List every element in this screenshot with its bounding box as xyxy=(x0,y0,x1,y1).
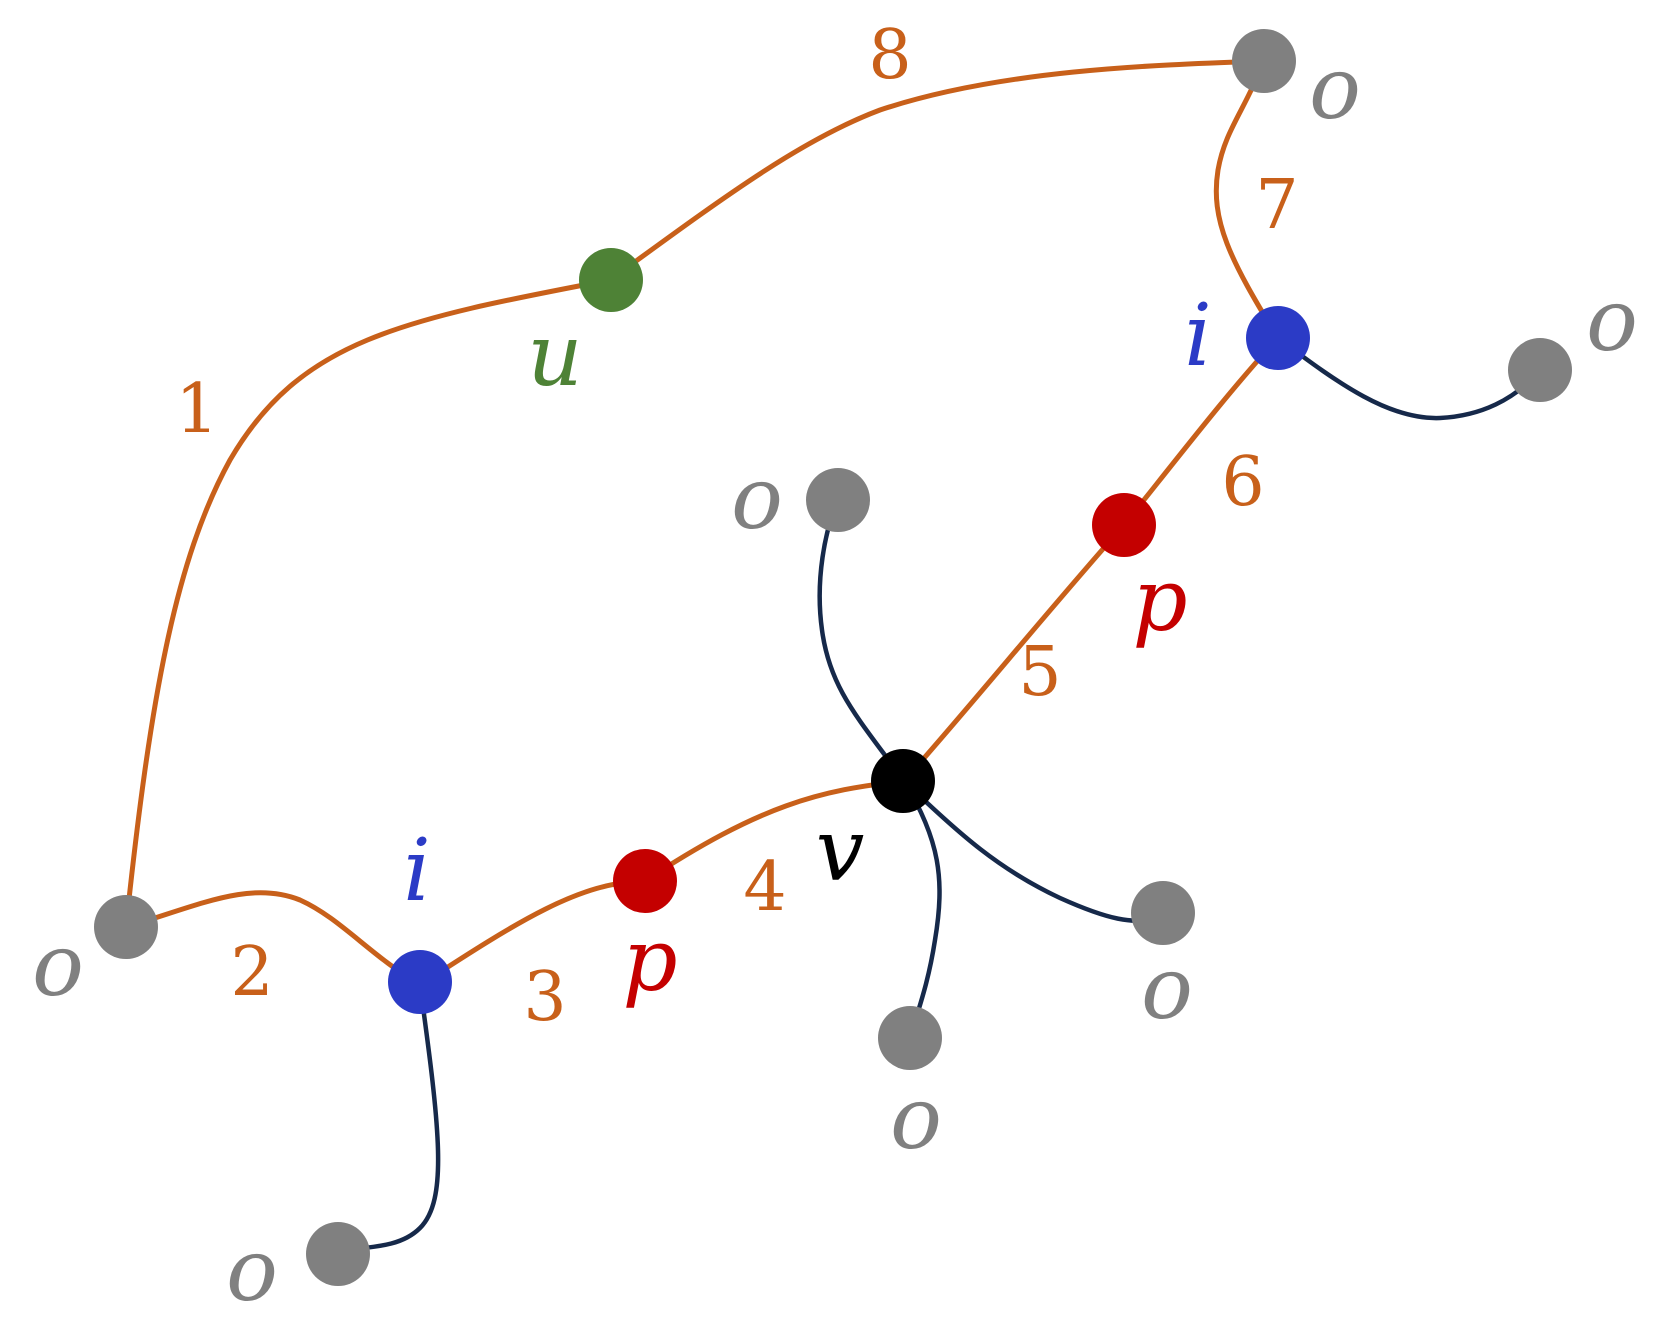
edge-label-4: 4 xyxy=(743,848,786,927)
label-o-mid-right: o xyxy=(1141,939,1193,1039)
edge-labels: 1 2 3 4 5 6 7 8 xyxy=(175,16,1298,1037)
label-o-bottom-left: o xyxy=(226,1221,278,1321)
edge-label-3: 3 xyxy=(523,958,566,1037)
label-o-mid-top: o xyxy=(731,449,783,549)
edge-v-to-o-mid-bottom xyxy=(901,778,942,1041)
label-v: v xyxy=(816,801,865,901)
node-p-left xyxy=(613,849,677,913)
label-o-top-right: o xyxy=(1309,39,1361,139)
edge-i-right-to-o-right xyxy=(1275,335,1543,421)
nodes xyxy=(94,29,1572,1286)
label-p-right: p xyxy=(1132,551,1187,651)
label-p-left: p xyxy=(622,911,677,1011)
edge-label-6: 6 xyxy=(1221,443,1264,522)
node-o-right xyxy=(1508,338,1572,402)
path-edges xyxy=(123,58,1281,988)
edge-label-5: 5 xyxy=(1018,633,1061,712)
node-u xyxy=(579,248,643,312)
node-labels: u v i i p p o o o o o o o xyxy=(32,39,1638,1321)
edge-label-8: 8 xyxy=(868,16,911,95)
edge-8 xyxy=(607,58,1267,283)
label-o-right: o xyxy=(1586,271,1638,371)
node-v xyxy=(871,749,935,813)
edge-v-to-o-mid-top xyxy=(817,497,907,784)
edge-label-1: 1 xyxy=(175,370,218,449)
label-u: u xyxy=(527,306,582,406)
edge-5 xyxy=(901,522,1127,784)
edge-i-left-to-o-bottom-left xyxy=(337,982,441,1253)
edge-1 xyxy=(123,277,613,930)
label-o-left: o xyxy=(32,916,84,1016)
node-i-left xyxy=(388,950,452,1014)
edge-label-7: 7 xyxy=(1255,166,1298,245)
edge-label-2: 2 xyxy=(230,933,273,1012)
edge-2 xyxy=(123,890,423,988)
label-i-right: i xyxy=(1184,286,1212,386)
node-o-left xyxy=(94,895,158,959)
edge-v-to-o-mid-right xyxy=(901,778,1166,923)
label-o-mid-bottom: o xyxy=(890,1069,942,1169)
edge-7 xyxy=(1213,58,1281,341)
node-o-mid-top xyxy=(806,468,870,532)
node-o-mid-right xyxy=(1131,881,1195,945)
node-o-top-right xyxy=(1232,29,1296,93)
node-i-right xyxy=(1246,306,1310,370)
node-p-right xyxy=(1092,493,1156,557)
node-o-mid-bottom xyxy=(878,1006,942,1070)
label-i-left: i xyxy=(403,821,431,921)
node-o-bottom-left xyxy=(306,1222,370,1286)
